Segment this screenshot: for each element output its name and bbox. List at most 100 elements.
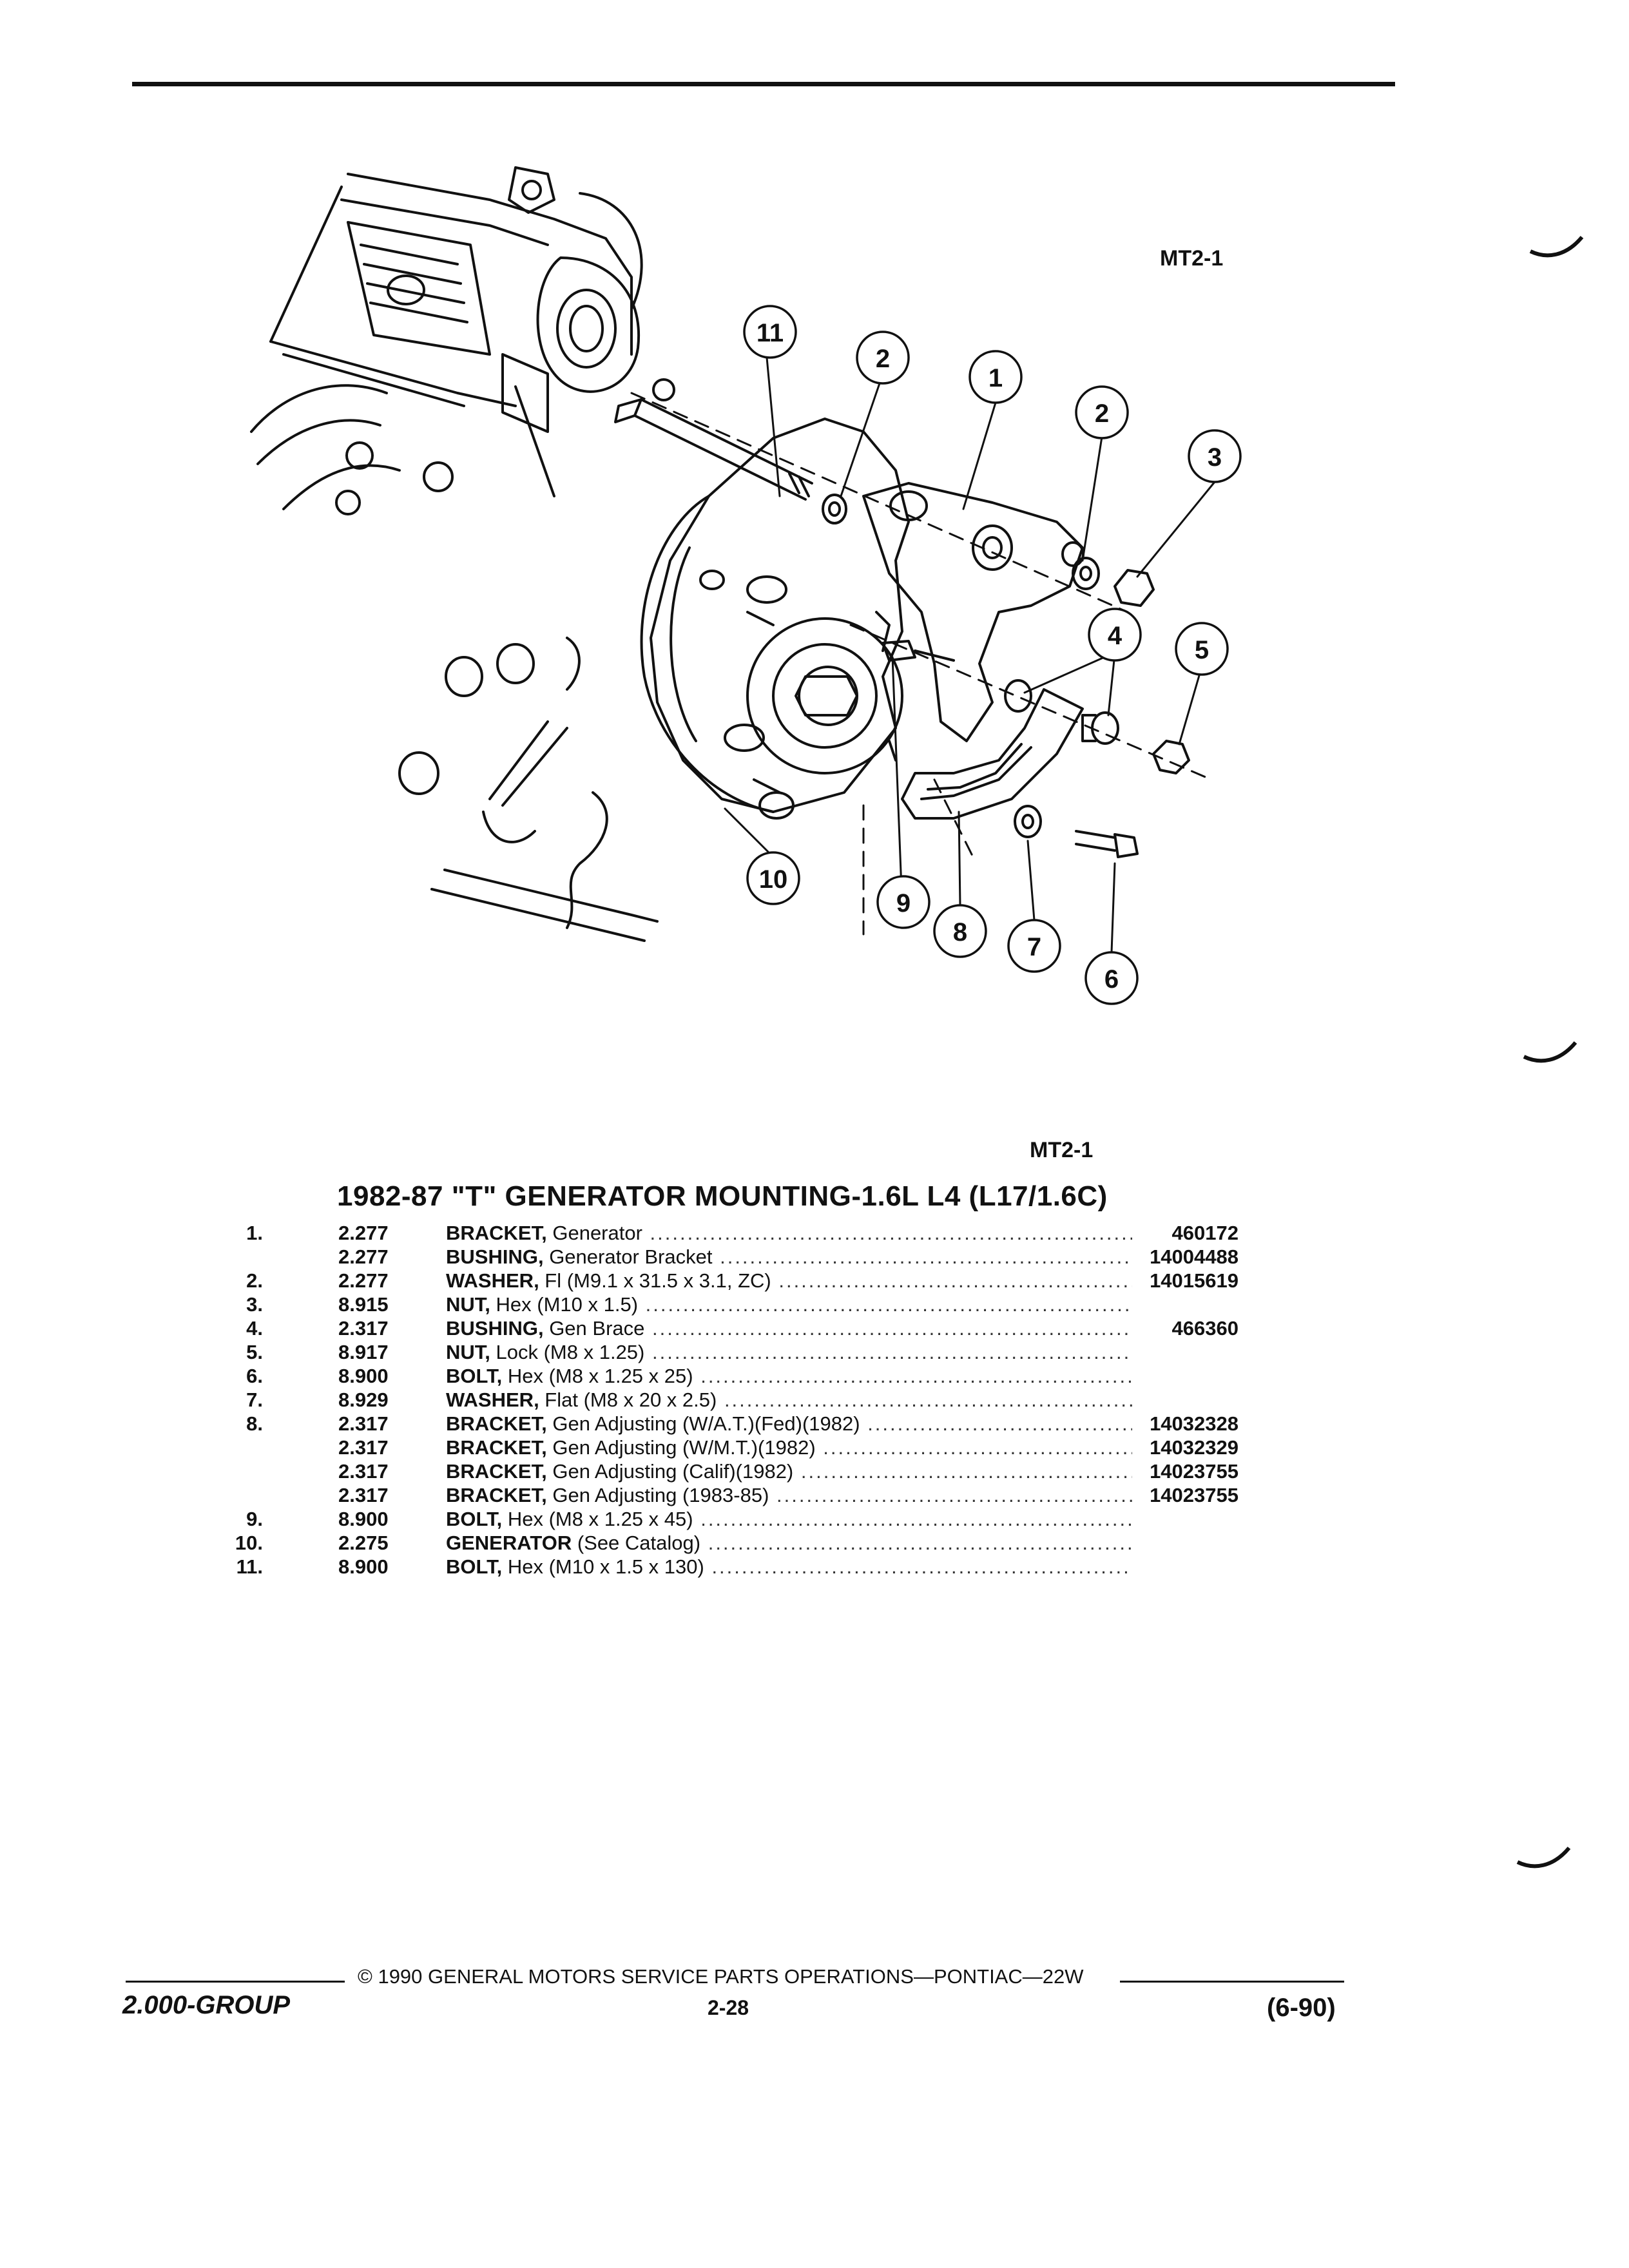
binder-mark-bottom bbox=[1516, 1847, 1571, 1869]
nut-5 bbox=[1152, 740, 1190, 774]
part-detail: Generator Bracket bbox=[543, 1245, 713, 1268]
center-lines bbox=[630, 392, 1213, 936]
bushing-4-right bbox=[1091, 711, 1119, 745]
callout-4: 4 bbox=[1108, 622, 1123, 650]
part-detail: Gen Adjusting (W/A.T.)(Fed)(1982) bbox=[546, 1412, 860, 1435]
part-detail: Gen Adjusting (W/M.T.)(1982) bbox=[546, 1436, 816, 1459]
part-name: BRACKET, bbox=[446, 1436, 547, 1459]
table-row: 2.317 BRACKET, Gen Adjusting (W/M.T.)(198… bbox=[206, 1436, 1239, 1459]
bolt-6 bbox=[1075, 830, 1139, 858]
part-name: BUSHING, bbox=[446, 1317, 544, 1340]
callout-3: 3 bbox=[1208, 443, 1222, 472]
part-description: BOLT, Hex (M8 x 1.25 x 45) .............… bbox=[446, 1507, 1132, 1531]
leader-dots: ........................................… bbox=[700, 1508, 1132, 1530]
group-number: 2.277 bbox=[338, 1222, 389, 1244]
washer-2-right bbox=[1072, 557, 1100, 590]
callout-2a: 2 bbox=[876, 345, 890, 373]
part-name: WASHER, bbox=[446, 1269, 539, 1292]
part-name: NUT, bbox=[446, 1341, 490, 1363]
part-detail: Hex (M10 x 1.5 x 130) bbox=[502, 1555, 704, 1578]
group-number: 2.317 bbox=[338, 1484, 389, 1506]
part-description: BUSHING, Gen Brace .....................… bbox=[446, 1316, 1132, 1340]
bushing-4-left bbox=[1004, 679, 1032, 713]
part-detail: Gen Adjusting (1983-85) bbox=[546, 1484, 769, 1506]
part-description: WASHER, Flat (M8 x 20 x 2.5) ...........… bbox=[446, 1388, 1132, 1412]
part-number: 14004488 bbox=[1150, 1245, 1239, 1268]
item-number: 9. bbox=[246, 1508, 263, 1530]
leader-dots: ........................................… bbox=[645, 1293, 1132, 1316]
table-row: 4. 2.317 BUSHING, Gen Brace ..............… bbox=[206, 1316, 1239, 1340]
nut-3 bbox=[1113, 569, 1155, 607]
section-title: 1982-87 "T" GENERATOR MOUNTING-1.6L L4 (… bbox=[337, 1180, 1108, 1212]
part-description: BRACKET, Gen Adjusting (Calif)(1982) ...… bbox=[446, 1459, 1132, 1483]
leader-dots: ........................................… bbox=[650, 1222, 1132, 1244]
part-number: 466360 bbox=[1171, 1317, 1239, 1340]
part-detail: Fl (M9.1 x 31.5 x 3.1, ZC) bbox=[539, 1269, 771, 1292]
part-name: BRACKET, bbox=[446, 1460, 547, 1483]
bolt-11 bbox=[614, 378, 813, 501]
item-number: 4. bbox=[246, 1317, 263, 1340]
part-name: BRACKET, bbox=[446, 1412, 547, 1435]
footer-rule-left bbox=[126, 1981, 345, 1983]
table-row: 2.317 BRACKET, Gen Adjusting (1983-85) ..… bbox=[206, 1483, 1239, 1507]
part-number: 14023755 bbox=[1150, 1460, 1239, 1483]
item-number: 11. bbox=[236, 1555, 263, 1578]
group-number: 2.317 bbox=[338, 1460, 389, 1483]
part-description: BUSHING, Generator Bracket .............… bbox=[446, 1245, 1132, 1269]
binder-mark-middle bbox=[1523, 1041, 1577, 1063]
leader-lines bbox=[724, 356, 1216, 954]
leader-dots: ........................................… bbox=[724, 1389, 1132, 1411]
part-name: BUSHING, bbox=[446, 1245, 544, 1268]
part-name: BOLT, bbox=[446, 1508, 503, 1530]
washer-2-left bbox=[822, 494, 847, 524]
part-name: BRACKET, bbox=[446, 1222, 547, 1244]
part-detail: Hex (M8 x 1.25 x 45) bbox=[502, 1508, 693, 1530]
part-number: 14023755 bbox=[1150, 1484, 1239, 1506]
part-detail: Gen Brace bbox=[543, 1317, 645, 1340]
part-description: BRACKET, Gen Adjusting (W/A.T.)(Fed)(198… bbox=[446, 1412, 1132, 1436]
bolt-9 bbox=[882, 640, 955, 662]
item-number: 6. bbox=[246, 1365, 263, 1387]
callout-5: 5 bbox=[1195, 636, 1209, 664]
part-detail: Hex (M10 x 1.5) bbox=[490, 1293, 639, 1316]
group-number: 2.317 bbox=[338, 1436, 389, 1459]
copyright-line: © 1990 GENERAL MOTORS SERVICE PARTS OPER… bbox=[358, 1965, 1084, 1988]
part-detail: Hex (M8 x 1.25 x 25) bbox=[502, 1365, 693, 1387]
item-number: 5. bbox=[246, 1341, 263, 1363]
part-detail: Flat (M8 x 20 x 2.5) bbox=[539, 1389, 717, 1411]
part-name: GENERATOR bbox=[446, 1532, 572, 1554]
group-number: 2.277 bbox=[338, 1269, 389, 1292]
group-number: 8.929 bbox=[338, 1389, 389, 1411]
group-number: 2.317 bbox=[338, 1412, 389, 1435]
item-number: 2. bbox=[246, 1269, 263, 1292]
leader-dots: ........................................… bbox=[652, 1317, 1132, 1340]
page-number: 2-28 bbox=[708, 1996, 749, 2019]
callout-6: 6 bbox=[1104, 965, 1119, 994]
leader-dots: ........................................… bbox=[708, 1532, 1132, 1554]
part-detail: Generator bbox=[546, 1222, 642, 1244]
adjusting-bracket-8 bbox=[901, 688, 1084, 820]
leader-dots: ........................................… bbox=[867, 1412, 1132, 1435]
callout-2b: 2 bbox=[1095, 399, 1109, 428]
group-number: 8.900 bbox=[338, 1365, 389, 1387]
group-number: 8.900 bbox=[338, 1555, 389, 1578]
leader-dots: ........................................… bbox=[711, 1555, 1132, 1578]
washer-7 bbox=[1014, 805, 1042, 838]
part-description: NUT, Hex (M10 x 1.5) ...................… bbox=[446, 1293, 1132, 1316]
part-name: WASHER, bbox=[446, 1389, 539, 1411]
figure-ref-bottom: MT2-1 bbox=[1030, 1138, 1094, 1162]
part-description: BRACKET, Gen Adjusting (W/M.T.)(1982) ..… bbox=[446, 1436, 1132, 1459]
part-description: BRACKET, Gen Adjusting (1983-85) .......… bbox=[446, 1483, 1132, 1507]
part-detail: Lock (M8 x 1.25) bbox=[490, 1341, 645, 1363]
group-number: 2.317 bbox=[338, 1317, 389, 1340]
part-name: BRACKET, bbox=[446, 1484, 547, 1506]
part-description: WASHER, Fl (M9.1 x 31.5 x 3.1, ZC) .....… bbox=[446, 1269, 1132, 1293]
